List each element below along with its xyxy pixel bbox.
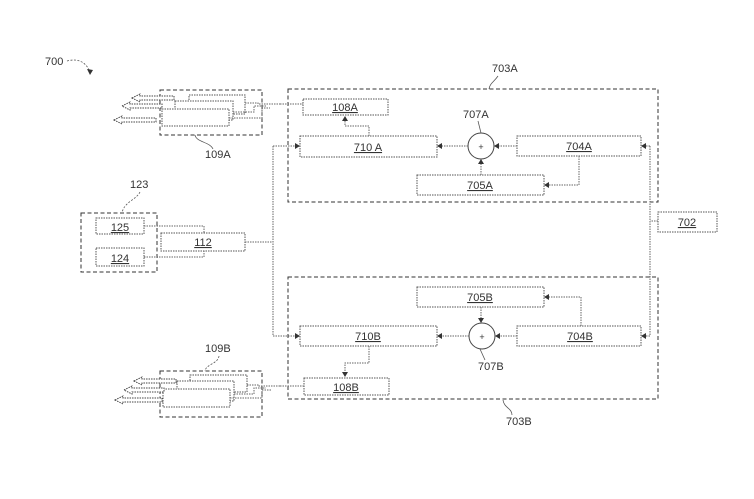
group-123-label: 123 <box>130 179 148 191</box>
arrowhead-112-to-710a <box>295 143 300 149</box>
figure-ref-arrowhead <box>87 69 93 75</box>
wire-109b-3 <box>230 389 272 399</box>
block-710b-label: 710B <box>355 331 381 343</box>
arrowhead-to-710b <box>437 333 442 339</box>
summer-707b-label: 707B <box>478 361 504 373</box>
link-704b-705b <box>548 296 582 326</box>
arrowhead-705b-to-707b <box>478 318 484 323</box>
summer-707b-leader <box>479 348 486 361</box>
arrowhead-to-705a <box>544 182 549 188</box>
arrowhead-705a-to-707a <box>478 159 484 164</box>
arrowhead-to-705b <box>544 294 549 300</box>
wire-109a-3 <box>229 107 270 119</box>
group-109a-label: 109A <box>205 149 231 161</box>
block-705a-label: 705A <box>467 180 493 192</box>
arrowhead-to-707b <box>495 333 500 339</box>
summer-707a-label: 707A <box>463 109 489 121</box>
block-108b-label: 108B <box>333 382 359 394</box>
summer-707a-sign: + <box>478 142 483 152</box>
block-702-label: 702 <box>678 217 696 229</box>
connector-plug-front-b <box>162 388 231 408</box>
group-703a-boundary <box>287 88 659 203</box>
summer-707b-sign: + <box>479 332 484 342</box>
connector-assembly-109a <box>112 89 280 136</box>
block-108a <box>302 98 389 116</box>
wire-109b-2 <box>234 387 266 395</box>
output-arrow-b-2 <box>122 385 165 395</box>
output-arrow-b-3 <box>113 395 163 405</box>
link-125-112 <box>144 225 205 233</box>
group-123-boundary <box>80 212 158 273</box>
group-703b-label: 703B <box>506 416 532 428</box>
group-703a-label: 703A <box>492 63 518 75</box>
link-710a-108a <box>344 119 370 136</box>
arrowhead-to-710a <box>437 143 442 149</box>
link-704a-705a <box>548 156 580 186</box>
figure-ref-leader <box>66 59 91 73</box>
group-123-leader <box>121 191 141 214</box>
group-703b-boundary <box>287 276 659 400</box>
group-703b-leader <box>502 399 513 416</box>
output-arrow-1 <box>130 93 175 103</box>
block-108a-label: 108A <box>332 102 358 114</box>
arrowhead-to-108a <box>342 116 348 121</box>
summer-707a-leader <box>477 120 482 134</box>
block-124 <box>95 247 145 267</box>
wire-109a-2 <box>233 105 266 113</box>
block-124-label: 124 <box>111 253 129 265</box>
group-109b-leader <box>204 355 220 372</box>
group-109b-label: 109B <box>205 343 231 355</box>
link-124-112 <box>144 251 205 258</box>
block-702 <box>657 211 718 233</box>
block-704a-label: 704A <box>566 141 592 153</box>
block-710a-label: 710 A <box>354 142 383 154</box>
block-704b-label: 704B <box>567 331 593 343</box>
arrowhead-to-108b <box>342 372 348 377</box>
wire-109a-1 <box>245 102 280 105</box>
connector-plug-front <box>161 108 230 127</box>
group-703a-leader <box>488 75 499 90</box>
group-109a-leader <box>194 134 214 150</box>
figure-ref-label: 700 <box>45 56 63 68</box>
arrowhead-to-704b <box>641 333 646 339</box>
output-arrow-b-1 <box>132 376 177 386</box>
arrowhead-to-704a <box>641 143 646 149</box>
block-705b-label: 705B <box>467 292 493 304</box>
arrowhead-to-707a <box>494 143 499 149</box>
block-112-label: 112 <box>194 237 212 249</box>
wire-109b-1 <box>247 384 280 387</box>
arrowhead-112-to-710b <box>295 333 300 339</box>
output-arrow-2 <box>120 101 163 111</box>
link-710b-108b <box>344 346 370 373</box>
block-125-label: 125 <box>111 222 129 234</box>
connector-assembly-109b <box>113 370 280 418</box>
output-arrow-3 <box>112 115 157 125</box>
